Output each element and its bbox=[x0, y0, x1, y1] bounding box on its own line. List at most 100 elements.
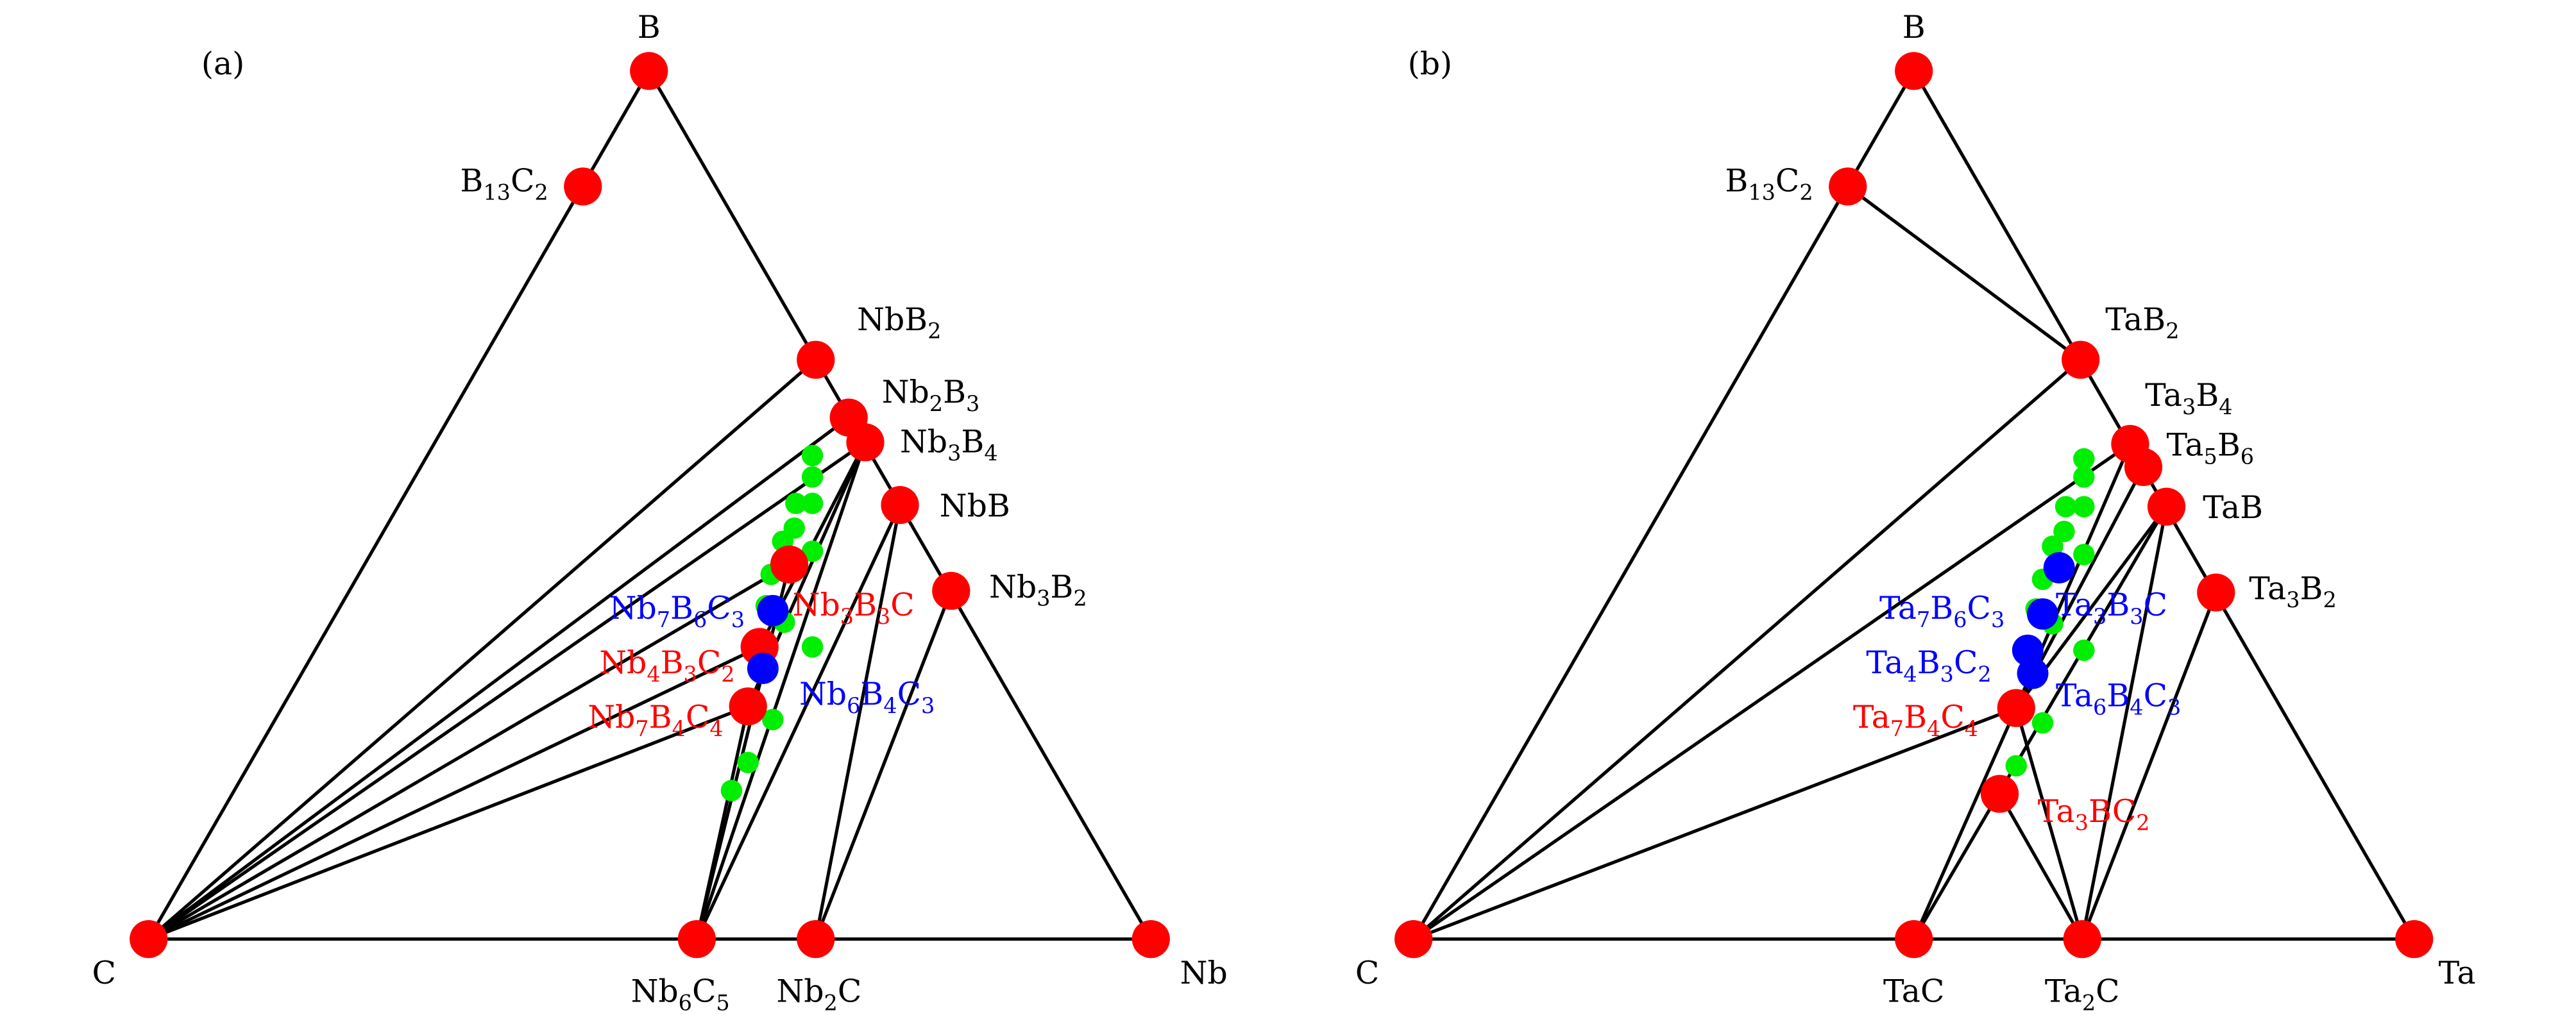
phase-label-ta6b4c3: Ta6​B4​C3​ bbox=[2056, 678, 2181, 720]
candidate-point bbox=[2073, 544, 2095, 566]
tie-line-c-tab2 bbox=[1412, 358, 2082, 941]
tie-line-c-ta7b4c4 bbox=[1412, 706, 2017, 941]
candidate-point bbox=[801, 466, 824, 488]
phase-point-nb3b4 bbox=[846, 423, 885, 462]
phase-point-ta3bc2 bbox=[1980, 775, 2019, 813]
phase-label-nb: Nb bbox=[1180, 955, 1228, 991]
tie-line-nb6c5-nb3b4 bbox=[695, 442, 867, 940]
tie-line-tab-ta2c bbox=[2080, 506, 2169, 940]
candidate-point bbox=[737, 751, 759, 773]
phase-point-nbb2 bbox=[797, 340, 835, 379]
tie-line-c-nb4b3c2 bbox=[148, 645, 761, 941]
phase-label-nb3b2: Nb3​B2​ bbox=[989, 569, 1087, 611]
tie-line-nb2c-nb3b2 bbox=[814, 590, 953, 940]
phase-label-ta4b3c2: Ta4​B3​C2​ bbox=[1866, 644, 1991, 687]
phase-point-ta3b2 bbox=[2197, 573, 2235, 612]
phase-label-ta2c: Ta2​C bbox=[2045, 973, 2120, 1015]
phase-points: B B13​C2​ TaB2​ Ta3​B4​ Ta5​B6​ TaB Ta3​B2​ C Ta… bbox=[1355, 9, 2476, 1015]
phase-label-ta3b4: Ta3​B4​ bbox=[2145, 377, 2233, 419]
phase-label-b13c2: B13​C2​ bbox=[1725, 163, 1813, 205]
phase-point-c bbox=[1394, 919, 1433, 959]
phase-label-tac: TaC bbox=[1883, 973, 1944, 1009]
tie-line-tac-ta7b4c4 bbox=[1912, 707, 2018, 940]
tie-line-nb2c-nbb bbox=[814, 505, 902, 940]
phase-point-nb3b2 bbox=[932, 571, 970, 610]
phase-label-tab2: TaB2​ bbox=[2105, 301, 2179, 344]
tie-line-ta3bc2-ta2c bbox=[1998, 793, 2084, 940]
tie-line-c-nb3b4 bbox=[148, 440, 867, 941]
phase-point-tab bbox=[2147, 487, 2186, 526]
phase-points: B B13​C2​ NbB2​ Nb2​B3​ Nb3​B4​ NbB Nb3​B2​ C Nb… bbox=[92, 9, 1227, 1015]
phase-point-nb6c5 bbox=[677, 919, 716, 959]
phase-point-b13c2 bbox=[1829, 167, 1867, 206]
phase-label-ta7b4c4: Ta7​B4​C4​ bbox=[1853, 699, 1978, 741]
tie-line-c-nb2b3 bbox=[148, 416, 850, 941]
phase-point-nb2c bbox=[797, 919, 835, 959]
tie-line-nb6c5-nbb bbox=[695, 504, 902, 940]
phase-label-c: C bbox=[92, 955, 115, 991]
candidate-point bbox=[2005, 755, 2028, 777]
phase-label-nb3b4: Nb3​B4​ bbox=[900, 423, 998, 466]
candidate-point bbox=[2073, 448, 2095, 470]
phase-label-nb7b4c4: Nb7​B4​C4​ bbox=[588, 699, 723, 741]
candidate-point bbox=[2053, 521, 2075, 542]
candidate-point bbox=[720, 780, 743, 801]
tie-lines bbox=[1412, 70, 2416, 941]
tie-line-c-nb7b4c4 bbox=[148, 705, 749, 941]
phase-point-nb7b4c4 bbox=[729, 687, 767, 726]
candidate-point bbox=[801, 444, 824, 467]
phase-label-nb3b3c: Nb3​B3​C bbox=[793, 587, 915, 629]
candidate-point bbox=[785, 492, 807, 514]
phase-label-nb2b3: Nb2​B3​ bbox=[882, 374, 980, 416]
phase-label-nb2c: Nb2​C bbox=[776, 973, 861, 1015]
phase-point-tac bbox=[1895, 919, 1933, 959]
phase-point-tab2 bbox=[2062, 340, 2100, 379]
phase-label-c: C bbox=[1355, 955, 1379, 991]
panel-b-ta-b-c: (b) B B13​C2​ TaB2​ Ta3​B4​ Ta5​B6​ TaB Ta3​B2​… bbox=[1355, 9, 2476, 1015]
phase-label-ta7b6c3: Ta7​B6​C3​ bbox=[1879, 590, 2004, 632]
phase-label-nbb: NbB bbox=[940, 488, 1010, 524]
phase-point-b bbox=[630, 52, 668, 90]
tie-line-c-nb3b3c bbox=[148, 563, 790, 941]
phase-point-ta6b4c3 bbox=[2017, 657, 2049, 689]
phase-point-ta7b6c3 bbox=[2027, 598, 2058, 630]
phase-label-ta5b6: Ta5​B6​ bbox=[2167, 426, 2255, 469]
phase-label-ta3b2: Ta3​B2​ bbox=[2249, 570, 2337, 612]
phase-label-b: B bbox=[638, 9, 661, 46]
phase-label-b13c2: B13​C2​ bbox=[460, 163, 548, 205]
phase-point-nb bbox=[1131, 919, 1170, 959]
phase-label-nb4b3c2: Nb4​B3​C2​ bbox=[599, 644, 734, 687]
phase-label-nbb2: NbB2​ bbox=[857, 301, 941, 344]
candidate-point bbox=[2073, 496, 2095, 517]
phase-label-b: B bbox=[1902, 9, 1926, 46]
phase-point-nbb bbox=[881, 486, 919, 524]
phase-point-b bbox=[1895, 52, 1933, 90]
tie-line-nb6c5-nb7b4c4 bbox=[695, 706, 750, 940]
phase-point-nb6b4c3 bbox=[747, 653, 779, 684]
tie-line-b-c bbox=[147, 70, 650, 940]
phase-point-b13c2 bbox=[564, 167, 602, 206]
candidate-point bbox=[2073, 466, 2095, 488]
tie-line-b-c bbox=[1412, 70, 1915, 940]
candidate-point bbox=[2055, 496, 2077, 517]
phase-point-c bbox=[130, 919, 168, 959]
candidate-point bbox=[2031, 712, 2054, 734]
phase-label-tab: TaB bbox=[2203, 489, 2263, 526]
tie-line-b13c2-tab2 bbox=[1847, 185, 2082, 362]
phase-label-nb6b4c3: Nb6​B4​C3​ bbox=[799, 676, 935, 718]
phase-label-nb6c5: Nb6​C5​ bbox=[631, 973, 730, 1015]
tie-line-ta3b2-ta2c bbox=[2080, 592, 2218, 940]
candidate-point bbox=[801, 492, 824, 514]
phase-label-nb7b6c3: Nb7​B6​C3​ bbox=[609, 590, 745, 632]
phase-label-ta3b3c: Ta3​B3​C bbox=[2056, 587, 2167, 629]
candidate-point bbox=[801, 540, 824, 562]
tie-line-c-nbb2 bbox=[148, 358, 817, 941]
candidate-point bbox=[762, 709, 784, 730]
tie-line-c-ta3b4 bbox=[1412, 442, 2131, 941]
panel-label: (b) bbox=[1408, 46, 1452, 82]
phase-point-ta3b3c bbox=[2043, 551, 2075, 583]
phase-point-ta bbox=[2395, 919, 2434, 959]
phase-label-ta: Ta bbox=[2439, 955, 2476, 991]
tie-line-ta7b4c4-ta2c bbox=[2014, 707, 2084, 940]
